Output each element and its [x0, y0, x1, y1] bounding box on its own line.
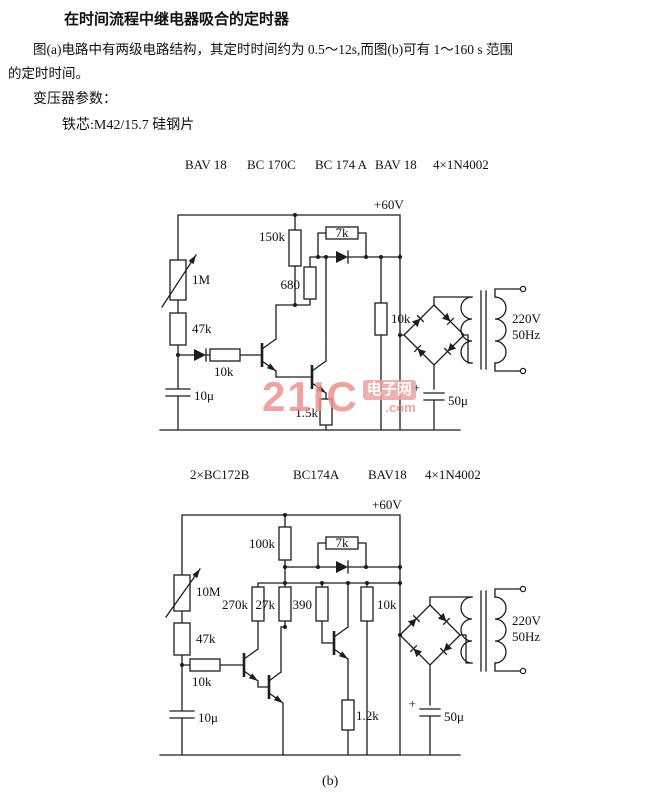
watermark-cn-text: 电子网: [362, 379, 416, 400]
junction-dots-a: [176, 213, 402, 357]
diode-base-a: [194, 348, 207, 362]
label-7k-b: 7k: [336, 535, 350, 550]
label-10k-load-b: 10k: [377, 597, 397, 612]
ac-terminal-bottom-a: [519, 367, 527, 375]
part-label-bc174a: BC 174 A: [315, 157, 368, 172]
resistor-680: [303, 266, 317, 300]
label-1k5: 1.5k: [295, 405, 318, 420]
ac-terminal-bottom-b: [519, 667, 527, 675]
label-7k-a: 7k: [336, 225, 350, 240]
watermark-domain: .com: [385, 399, 416, 415]
label-10u-b: 10μ: [198, 710, 218, 725]
resistor-47k-a: [169, 312, 187, 346]
transformer-b: [460, 585, 527, 675]
label-10u-a: 10μ: [194, 388, 214, 403]
transformer-a: [460, 285, 527, 375]
resistor-27k: [278, 586, 292, 622]
core-spec-line: 铁芯:M42/15.7 硅钢片: [62, 118, 195, 133]
pot-1m: [169, 259, 187, 301]
junction-dots-b: [180, 513, 402, 667]
supply-label-a: +60V: [374, 197, 404, 212]
pot-10m-arrow: [165, 568, 201, 618]
label-plus-a: +: [413, 380, 420, 395]
label-10k-base-b: 10k: [192, 674, 212, 689]
emitter-arrow-q3b: [338, 651, 348, 659]
emitter-arrow-q2b: [273, 695, 283, 703]
circuit-a-schematic: BAV 18 BC 170C BC 174 A BAV 18 4×1N4002: [159, 157, 542, 431]
part-label-bc174a-b: BC174A: [293, 467, 340, 482]
watermark-brand: 21IC: [262, 373, 359, 420]
resistor-10k-load-a: [374, 302, 388, 336]
label-10k-base-a: 10k: [214, 364, 234, 379]
paragraph-line-2: 的定时时间。: [8, 66, 89, 81]
part-label-1n4002: 4×1N4002: [433, 157, 489, 172]
label-390: 390: [293, 597, 313, 612]
part-label-bav18-2: BAV 18: [375, 157, 417, 172]
label-10m: 10M: [196, 584, 221, 599]
label-270k: 270k: [222, 597, 249, 612]
transistor-bars-b: [242, 631, 336, 699]
diode-flyback-a: [336, 250, 349, 264]
resistor-10k-load-b: [360, 586, 374, 622]
circuit-b-part-headers: 2×BC172B BC174A BAV18 4×1N4002: [190, 467, 481, 482]
label-220v-b: 220V: [512, 613, 542, 628]
resistor-10k-base-b: [189, 658, 221, 672]
supply-label-b: +60V: [372, 497, 402, 512]
resistor-100k: [278, 526, 292, 561]
circuit-a-part-headers: BAV 18 BC 170C BC 174 A BAV 18 4×1N4002: [185, 157, 489, 172]
circuit-b-schematic: 2×BC172B BC174A BAV18 4×1N4002: [159, 467, 542, 756]
pot-10m-arrowhead: [192, 569, 200, 579]
resistor-390: [315, 586, 329, 622]
paragraph-line-1: 图(a)电路中有两级电路结构，其定时时间约为 0.5～12s,而图(b)可有 1…: [33, 42, 513, 57]
label-1k2: 1.2k: [356, 708, 379, 723]
resistor-1k2: [341, 699, 355, 731]
figure-caption-b: (b): [322, 774, 339, 789]
resistor-10k-base-a: [209, 348, 241, 362]
label-50u-a: 50μ: [448, 393, 468, 408]
emitter-arrow-q1a: [266, 363, 276, 371]
watermark: 21IC 电子网 .com: [262, 376, 416, 418]
diode-flyback-b: [336, 560, 349, 574]
ac-terminal-top-b: [519, 585, 527, 593]
label-100k: 100k: [249, 536, 276, 551]
label-47k-b: 47k: [196, 631, 216, 646]
resistor-7k-b: [325, 536, 359, 550]
part-label-bav18-1: BAV 18: [185, 157, 227, 172]
part-label-bav18-b: BAV18: [368, 467, 407, 482]
label-1m: 1M: [192, 272, 211, 287]
bridge-rectifier-a: [403, 304, 465, 366]
label-27k: 27k: [256, 597, 276, 612]
label-150k: 150k: [259, 229, 286, 244]
label-plus-b: +: [409, 696, 416, 711]
transistor-bars-a: [260, 343, 314, 389]
pot-1m-arrow: [161, 254, 197, 308]
bridge-rectifier-b: [399, 604, 461, 666]
transformer-params-heading: 变压器参数：: [33, 92, 117, 107]
label-50hz-b: 50Hz: [512, 629, 540, 644]
pot-1m-arrowhead: [188, 255, 196, 265]
label-50hz-a: 50Hz: [512, 327, 540, 342]
emitter-arrow-q1b: [248, 673, 258, 681]
resistor-270k: [251, 586, 265, 622]
pot-10m: [173, 574, 191, 612]
page-title: 在时间流程中继电器吸合的定时器: [64, 12, 290, 28]
resistor-1k5: [319, 398, 333, 426]
part-label-bc170c: BC 170C: [247, 157, 296, 172]
part-label-1n4002-b: 4×1N4002: [425, 467, 481, 482]
resistor-7k-a: [325, 226, 359, 240]
resistor-150k: [288, 229, 302, 267]
label-680: 680: [281, 277, 301, 292]
label-220v-a: 220V: [512, 311, 542, 326]
ac-terminal-top-a: [519, 285, 527, 293]
label-47k-a: 47k: [192, 321, 212, 336]
label-50u-b: 50μ: [444, 709, 464, 724]
resistor-47k-b: [173, 622, 191, 656]
label-10k-load-a: 10k: [391, 311, 411, 326]
part-label-2xbc172b: 2×BC172B: [190, 467, 250, 482]
emitter-arrow-q2a: [316, 385, 326, 393]
